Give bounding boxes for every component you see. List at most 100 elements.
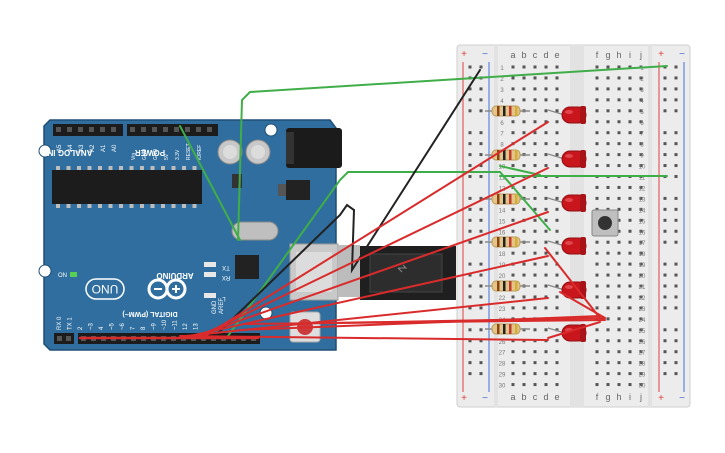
breadboard-hole[interactable] [533, 251, 537, 255]
breadboard-hole[interactable] [617, 207, 621, 211]
breadboard-hole[interactable] [533, 372, 537, 376]
breadboard-hole[interactable] [628, 317, 632, 321]
breadboard-hole[interactable] [555, 65, 559, 69]
breadboard-hole[interactable] [606, 328, 610, 332]
breadboard-hole[interactable] [544, 142, 548, 146]
breadboard-hole[interactable] [522, 339, 526, 343]
breadboard-hole[interactable] [544, 383, 548, 387]
breadboard-hole[interactable] [617, 65, 621, 69]
header-pin[interactable] [100, 127, 105, 132]
header-pin[interactable] [174, 127, 179, 132]
breadboard-hole[interactable] [595, 153, 599, 157]
breadboard-hole[interactable] [639, 87, 643, 91]
rail-hole[interactable] [663, 196, 667, 200]
breadboard-hole[interactable] [628, 218, 632, 222]
breadboard-hole[interactable] [628, 98, 632, 102]
breadboard-hole[interactable] [595, 262, 599, 266]
breadboard-hole[interactable] [544, 284, 548, 288]
breadboard-hole[interactable] [639, 372, 643, 376]
breadboard-hole[interactable] [639, 164, 643, 168]
breadboard-hole[interactable] [595, 295, 599, 299]
breadboard-hole[interactable] [617, 98, 621, 102]
breadboard-hole[interactable] [533, 153, 537, 157]
breadboard-hole[interactable] [606, 251, 610, 255]
breadboard-hole[interactable] [555, 350, 559, 354]
breadboard-hole[interactable] [595, 383, 599, 387]
breadboard-hole[interactable] [617, 218, 621, 222]
rail-hole[interactable] [674, 295, 678, 299]
breadboard-hole[interactable] [533, 328, 537, 332]
breadboard-hole[interactable] [639, 76, 643, 80]
wire-green-button[interactable] [227, 171, 551, 337]
breadboard-hole[interactable] [595, 339, 599, 343]
breadboard-hole[interactable] [617, 185, 621, 189]
wire-green-5v[interactable] [237, 65, 668, 241]
breadboard-hole[interactable] [606, 153, 610, 157]
rail-hole[interactable] [663, 273, 667, 277]
rail-hole[interactable] [663, 295, 667, 299]
breadboard-hole[interactable] [606, 76, 610, 80]
breadboard-hole[interactable] [639, 328, 643, 332]
rail-hole[interactable] [674, 372, 678, 376]
breadboard-hole[interactable] [595, 131, 599, 135]
resistors[interactable] [485, 105, 530, 335]
breadboard-hole[interactable] [628, 196, 632, 200]
breadboard-hole[interactable] [522, 328, 526, 332]
header-pin[interactable] [152, 127, 157, 132]
rail-hole[interactable] [663, 350, 667, 354]
breadboard-hole[interactable] [511, 76, 515, 80]
breadboard-hole[interactable] [511, 350, 515, 354]
breadboard-hole[interactable] [606, 142, 610, 146]
wire-red-led2[interactable] [199, 167, 549, 337]
breadboard-hole[interactable] [555, 142, 559, 146]
rail-hole[interactable] [468, 196, 472, 200]
rail-hole[interactable] [663, 98, 667, 102]
rail-hole[interactable] [468, 328, 472, 332]
breadboard-hole[interactable] [595, 164, 599, 168]
rail-hole[interactable] [663, 306, 667, 310]
breadboard-hole[interactable] [617, 361, 621, 365]
rail-hole[interactable] [663, 76, 667, 80]
rail-hole[interactable] [479, 87, 483, 91]
breadboard-hole[interactable] [555, 109, 559, 113]
breadboard-hole[interactable] [522, 207, 526, 211]
breadboard-hole[interactable] [555, 164, 559, 168]
breadboard-hole[interactable] [628, 76, 632, 80]
header-pin[interactable] [196, 127, 201, 132]
breadboard-hole[interactable] [639, 295, 643, 299]
rail-hole[interactable] [479, 262, 483, 266]
breadboard-hole[interactable] [628, 120, 632, 124]
breadboard-hole[interactable] [595, 273, 599, 277]
breadboard-hole[interactable] [544, 262, 548, 266]
breadboard-hole[interactable] [533, 142, 537, 146]
rail-hole[interactable] [663, 218, 667, 222]
breadboard-hole[interactable] [628, 142, 632, 146]
wire-red-led4[interactable] [189, 255, 549, 337]
breadboard-hole[interactable] [544, 98, 548, 102]
breadboard-hole[interactable] [595, 284, 599, 288]
breadboard-hole[interactable] [544, 65, 548, 69]
breadboard-hole[interactable] [533, 196, 537, 200]
breadboard-hole[interactable] [511, 306, 515, 310]
breadboard-hole[interactable] [628, 229, 632, 233]
breadboard-hole[interactable] [617, 109, 621, 113]
breadboard-hole[interactable] [617, 240, 621, 244]
breadboard-hole[interactable] [606, 185, 610, 189]
rail-hole[interactable] [663, 361, 667, 365]
rail-hole[interactable] [674, 361, 678, 365]
rail-hole[interactable] [468, 361, 472, 365]
rail-hole[interactable] [674, 76, 678, 80]
rail-hole[interactable] [663, 339, 667, 343]
breadboard-hole[interactable] [544, 240, 548, 244]
rail-hole[interactable] [468, 229, 472, 233]
breadboard-hole[interactable] [522, 164, 526, 168]
breadboard-hole[interactable] [522, 120, 526, 124]
breadboard-hole[interactable] [595, 65, 599, 69]
breadboard-hole[interactable] [533, 229, 537, 233]
breadboard-hole[interactable] [628, 273, 632, 277]
header-pin[interactable] [207, 127, 212, 132]
breadboard[interactable]: + − + − + − + − a b c d e f g h i j a b … [456, 44, 691, 408]
breadboard-hole[interactable] [617, 142, 621, 146]
breadboard-hole[interactable] [533, 306, 537, 310]
breadboard-hole[interactable] [639, 207, 643, 211]
